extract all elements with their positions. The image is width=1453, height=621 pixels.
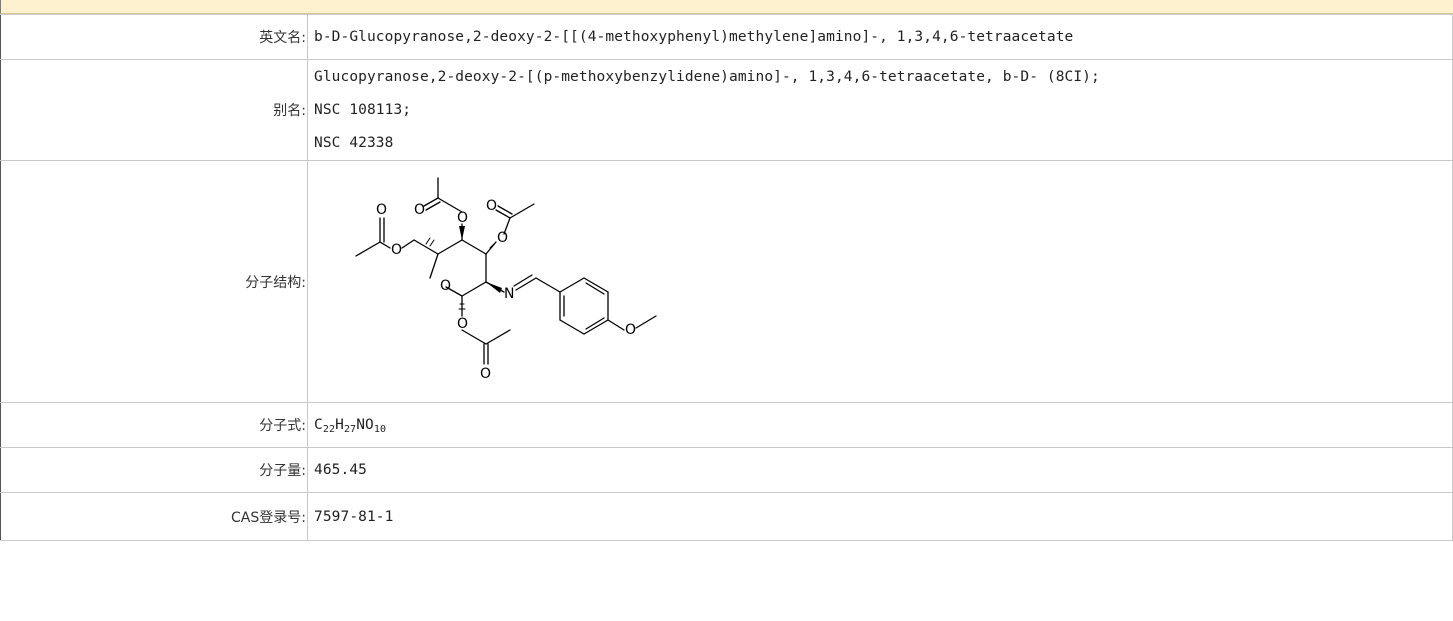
oxygen-label: O: [497, 230, 508, 246]
formula-count: 10: [373, 424, 387, 435]
molecular-weight-value: 465.45: [307, 447, 1453, 493]
formula-element: H: [335, 417, 344, 433]
oxygen-label: O: [486, 198, 497, 214]
label-english-name: 英文名:: [0, 14, 308, 60]
alias-values: Glucopyranose,2-deoxy-2-[(p-methoxybenzy…: [307, 59, 1453, 161]
molecular-structure-image: O O O O O O O O O O N: [355, 176, 657, 382]
nitrogen-label: N: [504, 286, 515, 302]
formula-element: NO: [356, 417, 374, 433]
top-header-strip: [0, 0, 1453, 14]
oxygen-label: O: [625, 322, 636, 338]
oxygen-label: O: [376, 202, 387, 218]
row-english-name: 英文名: b-D-Glucopyranose,2-deoxy-2-[[(4-me…: [0, 14, 1453, 60]
label-molecular-weight: 分子量:: [0, 447, 308, 493]
alias-item: NSC 42338: [314, 134, 394, 151]
label-structure: 分子结构:: [0, 160, 308, 403]
row-formula: 分子式: C22H27NO10: [0, 402, 1453, 448]
oxygen-label: O: [457, 210, 468, 226]
english-name-value: b-D-Glucopyranose,2-deoxy-2-[[(4-methoxy…: [307, 14, 1453, 60]
alias-item: NSC 108113;: [314, 101, 412, 118]
compound-info-table: 英文名: b-D-Glucopyranose,2-deoxy-2-[[(4-me…: [0, 14, 1453, 541]
oxygen-label: O: [414, 202, 425, 218]
label-alias: 别名:: [0, 59, 308, 161]
formula-element: C: [314, 417, 323, 433]
oxygen-label: O: [457, 316, 468, 332]
label-cas: CAS登录号:: [0, 492, 308, 541]
formula-count: 22: [322, 424, 336, 435]
structure-cell: O O O O O O O O O O N: [307, 160, 1453, 403]
row-molecular-weight: 分子量: 465.45: [0, 447, 1453, 493]
row-cas: CAS登录号: 7597-81-1: [0, 492, 1453, 541]
oxygen-label: O: [480, 366, 491, 382]
alias-item: Glucopyranose,2-deoxy-2-[(p-methoxybenzy…: [314, 68, 1100, 85]
formula-value: C22H27NO10: [307, 402, 1453, 448]
formula-count: 27: [343, 424, 357, 435]
ring-oxygen-label: O: [440, 278, 451, 294]
label-formula: 分子式:: [0, 402, 308, 448]
oxygen-label: O: [391, 242, 402, 258]
cas-value: 7597-81-1: [307, 492, 1453, 541]
row-alias: 别名: Glucopyranose,2-deoxy-2-[(p-methoxyb…: [0, 59, 1453, 161]
row-structure: 分子结构:: [0, 160, 1453, 403]
